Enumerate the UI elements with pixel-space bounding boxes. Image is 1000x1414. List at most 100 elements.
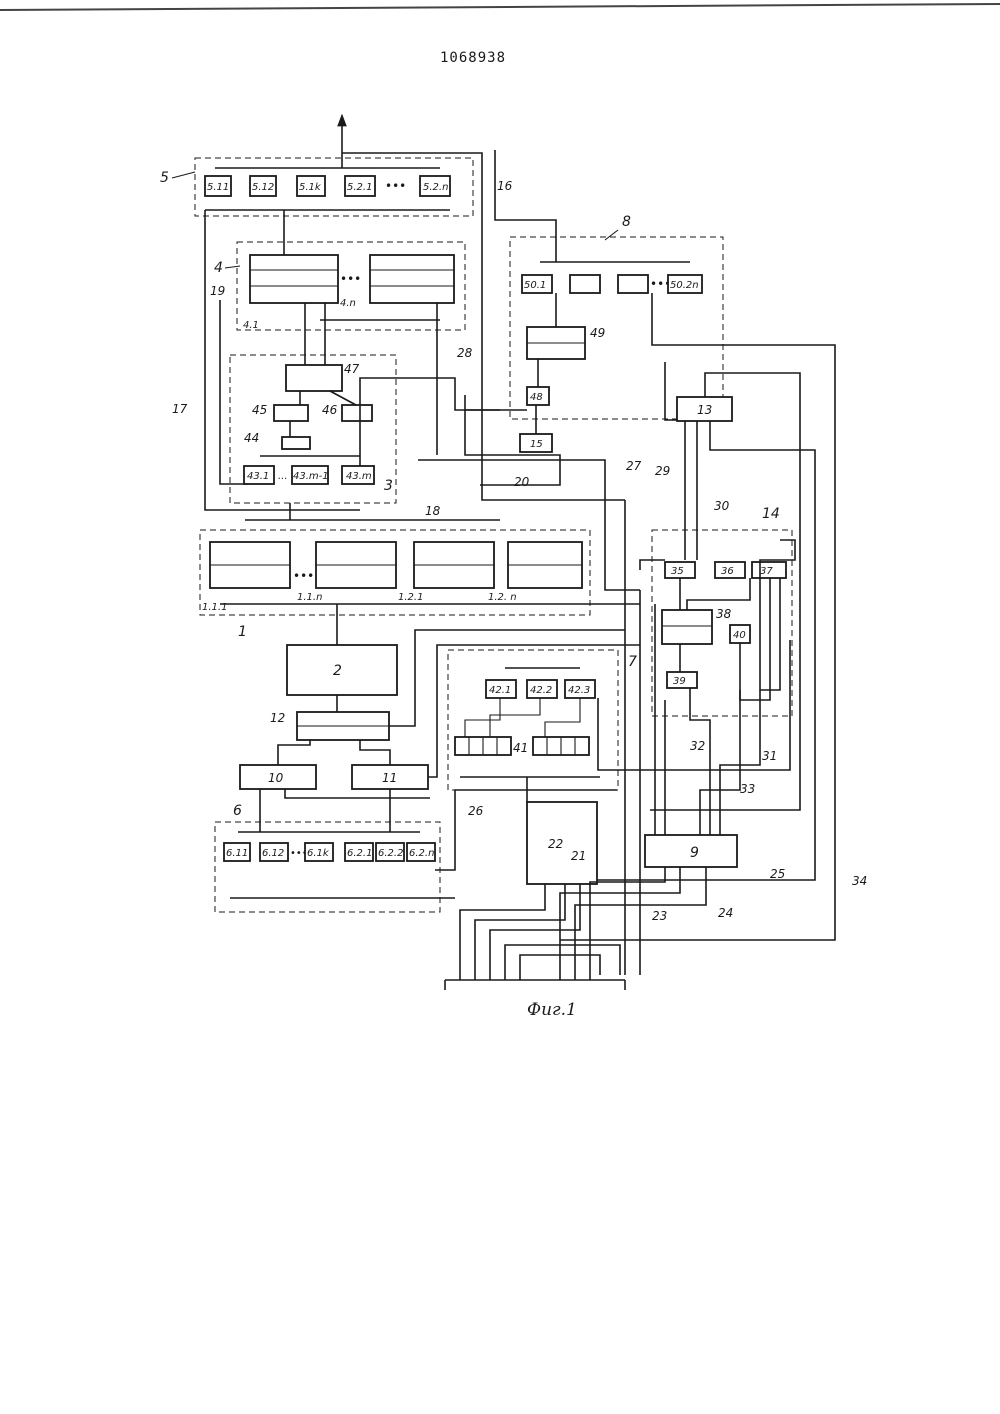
page-edge <box>0 4 1000 10</box>
block-4-n <box>370 255 454 303</box>
block-49-label: 49 <box>590 326 605 340</box>
link-11-22 <box>428 645 640 777</box>
block-4-1 <box>250 255 338 303</box>
line-28 <box>360 378 500 466</box>
block-50-2 <box>570 275 600 293</box>
block-11-label: 11 <box>382 771 397 785</box>
block-43-m-label: 43.m <box>346 471 372 482</box>
block-1-2-n-label: 1.2. n <box>488 592 517 603</box>
block-38 <box>662 610 712 644</box>
bottom-feed-1 <box>460 884 545 980</box>
line-13-top <box>650 373 800 810</box>
block-47 <box>286 365 342 391</box>
link-10-bus <box>285 789 430 798</box>
line-17-label: 17 <box>172 402 188 416</box>
bottom-feed-3 <box>490 884 580 980</box>
line-20-label: 20 <box>514 475 530 489</box>
line-27-label: 27 <box>626 459 642 473</box>
group-8-label: 8 <box>622 214 631 230</box>
block-1-2-1-label: 1.2.1 <box>398 592 423 603</box>
group-6-label: 6 <box>233 803 242 819</box>
ellipsis-43: ... <box>278 471 288 482</box>
block-6-1-1-label: 6.11 <box>226 848 248 859</box>
block-37-label: 37 <box>760 566 773 577</box>
block-44-label: 44 <box>244 431 259 445</box>
line-30-label: 30 <box>714 499 730 513</box>
figure-caption: Фиг.1 <box>527 1000 577 1020</box>
block-6-2-1-label: 6.2.1 <box>347 848 372 859</box>
line-32-label: 32 <box>690 739 705 753</box>
block-40-label: 40 <box>733 630 746 641</box>
line-29-label: 29 <box>655 464 670 478</box>
block-4-n-label: 4.n <box>340 298 356 309</box>
ellipsis-1: ••• <box>293 569 314 583</box>
block-46-label: 46 <box>322 403 338 417</box>
block-5-1-2-label: 5.12 <box>252 182 274 193</box>
block-46 <box>342 405 372 421</box>
block-2 <box>287 645 397 695</box>
block-5-1-1-label: 5.11 <box>207 182 229 193</box>
link-41-42b <box>490 698 540 737</box>
block-50-2n-label: 50.2n <box>670 280 699 291</box>
line-34-label: 34 <box>852 874 867 888</box>
link-11-12 <box>360 740 390 765</box>
block-22-label: 22 <box>548 837 563 851</box>
block-42-3-label: 42.3 <box>568 685 590 696</box>
group-3-label: 3 <box>384 478 393 494</box>
block-42-1-label: 42.1 <box>489 685 511 696</box>
line-18-label: 18 <box>425 504 441 518</box>
line-33-label: 33 <box>740 782 755 796</box>
line-28-label: 28 <box>457 346 473 360</box>
block-6-2-n-label: 6.2.n <box>409 848 434 859</box>
ellipsis-4: ••• <box>340 272 361 286</box>
link-41-42a <box>465 698 500 737</box>
block-41-label: 41 <box>513 741 528 755</box>
block-36-label: 36 <box>721 566 734 577</box>
block-50-1-label: 50.1 <box>524 280 546 291</box>
line-16-label: 16 <box>497 179 513 193</box>
block-4-1-label: 4.1 <box>243 320 259 331</box>
line-31-label: 31 <box>762 749 777 763</box>
group-4-leader <box>225 266 240 268</box>
line-26-label: 26 <box>468 804 484 818</box>
block-39-label: 39 <box>673 676 686 687</box>
block-6-1-k-label: 6.1k <box>307 848 330 859</box>
bottom-feed-4 <box>505 945 620 980</box>
group-4-label: 4 <box>214 260 223 276</box>
block-15-label: 15 <box>530 439 543 450</box>
block-44 <box>282 437 310 449</box>
line-19-label: 19 <box>210 284 225 298</box>
block-5-2-n-label: 5.2.n <box>423 182 448 193</box>
block-42-2-label: 42.2 <box>530 685 552 696</box>
block-43-1-label: 43.1 <box>247 471 269 482</box>
group-1-label: 1 <box>238 624 247 640</box>
block-5-2-1-label: 5.2.1 <box>347 182 372 193</box>
block-12-label: 12 <box>270 711 285 725</box>
group-14-label: 14 <box>762 506 780 522</box>
block-10-label: 10 <box>268 771 284 785</box>
block-2-label: 2 <box>333 663 342 679</box>
link-9-left <box>590 867 665 980</box>
block-35-label: 35 <box>671 566 684 577</box>
line-23-label: 23 <box>652 909 667 923</box>
block-50-3 <box>618 275 648 293</box>
block-6-2-2-label: 6.2.2 <box>378 848 403 859</box>
line-13-29 <box>665 362 677 420</box>
link-10-12 <box>278 740 310 765</box>
block-45 <box>274 405 308 421</box>
link-38-bus <box>687 578 750 610</box>
group-7-label: 7 <box>628 654 637 670</box>
block-48-label: 48 <box>530 392 543 403</box>
block-13-label: 13 <box>697 403 712 417</box>
group-8-leader <box>605 230 618 240</box>
block-1-1-n-label: 1.1.n <box>297 592 322 603</box>
block-43-m1-label: 43.m-1 <box>293 471 329 482</box>
line-21-label: 21 <box>571 849 586 863</box>
block-47-label: 47 <box>344 362 360 376</box>
group-5-leader <box>172 172 195 178</box>
group-5-label: 5 <box>160 170 169 186</box>
ellipsis-5: ••• <box>385 179 406 193</box>
block-45-label: 45 <box>252 403 267 417</box>
block-9-label: 9 <box>690 845 699 861</box>
